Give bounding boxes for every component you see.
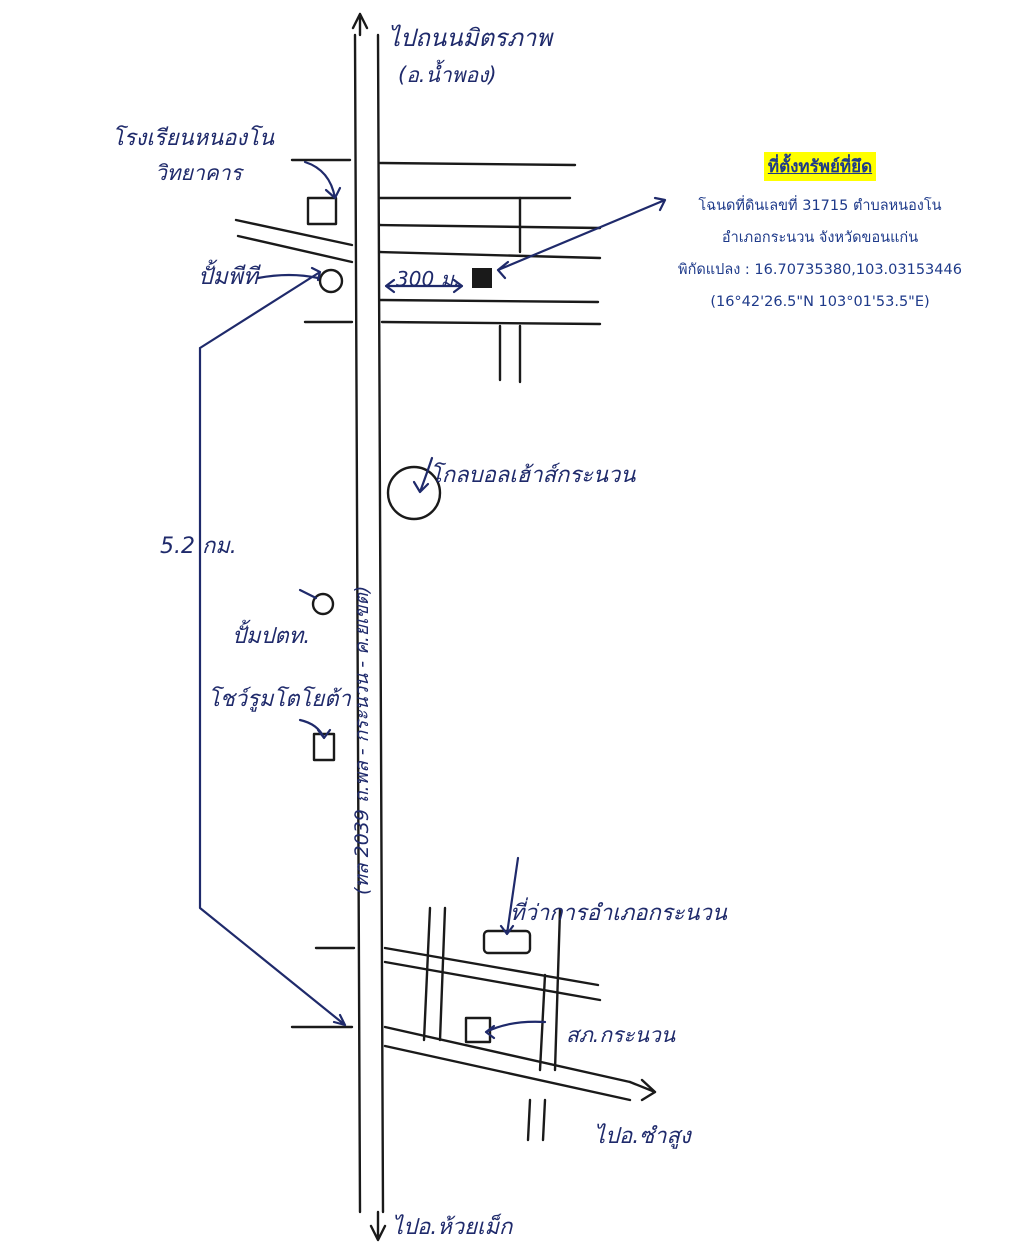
south-road-3	[383, 1025, 632, 1084]
school-marker	[306, 196, 338, 226]
school-pointer-arrow	[303, 160, 342, 200]
north-road-1	[378, 161, 577, 167]
info-deed: โฉนดที่ดินเลขที่ 31715 ตำบลหนองโน	[698, 198, 942, 214]
south-road-4	[383, 1044, 632, 1102]
district-office-label: ที่ว่าการอำเภอกระนวน	[510, 897, 728, 926]
gasptt-label: ปั้มปตท.	[232, 619, 310, 649]
south-vertical-5	[526, 1098, 532, 1142]
info-coords: พิกัดแปลง : 16.70735380,103.03153446	[678, 262, 962, 278]
north-road-4	[378, 250, 602, 260]
north-destination-label: ไปถนนมิตรภาพ	[388, 24, 554, 52]
distance-300-arrow	[384, 278, 464, 294]
police-pointer-arrow	[484, 1020, 547, 1040]
gasptt-pointer	[298, 588, 318, 600]
highway-east-edge	[376, 33, 385, 1214]
north-road-6b	[380, 320, 602, 326]
police-marker	[464, 1016, 492, 1044]
east-destination-label: ไปอ.ซำสูง	[594, 1123, 693, 1149]
gas-ptt-marker	[311, 592, 335, 616]
property-link-arrow	[496, 196, 667, 280]
south-vertical-2	[438, 906, 447, 1042]
globalhouse-marker	[386, 465, 442, 521]
distance-total-label: 5.2 กม.	[160, 534, 237, 559]
distance-bracket	[198, 266, 347, 1027]
property-info-box: ที่ตั้งทรัพย์ที่ยึด โฉนดที่ดินเลขที่ 317…	[600, 152, 1010, 325]
south-vertical-1	[422, 906, 432, 1042]
east-arrow	[628, 1078, 657, 1102]
highway-west-edge	[353, 33, 362, 1214]
south-vertical-4	[553, 908, 562, 1072]
gas-pt-marker	[318, 268, 344, 294]
south-road-2	[383, 960, 602, 1002]
distance-300-label: 300 ม.	[396, 267, 460, 291]
south-road-1	[383, 946, 600, 987]
north-destination-sub-label: (อ.น้ำพอง)	[398, 59, 497, 87]
police-label: สภ.กระนวน	[566, 1023, 676, 1047]
district-office-pointer-arrow	[499, 856, 520, 936]
property-marker	[472, 268, 492, 288]
north-road-5	[378, 298, 600, 304]
info-dms: (16°42'26.5"N 103°01'53.5"E)	[710, 294, 930, 310]
north-road-3	[378, 223, 602, 230]
highway-label: (ทล 2039 ถ.พล - กระนวน - ค.ยเขต)	[351, 586, 373, 895]
toyota-marker	[312, 732, 336, 762]
info-district: อำเภอกระนวน จังหวัดขอนแก่น	[721, 230, 919, 246]
school-sub-label: วิทยาคาร	[155, 161, 245, 185]
south-destination-label: ไปอ.ห้วยเม็ก	[392, 1213, 514, 1240]
toyota-pointer-arrow	[298, 718, 332, 740]
diagonal-road-2	[236, 234, 354, 264]
globalhouse-label: โกลบอลเฮ้าส์กระนวน	[430, 462, 636, 488]
gaspt-pointer-arrow	[256, 273, 320, 280]
school-label: โรงเรียนหนองโน	[112, 125, 275, 151]
south-vertical-6	[541, 1098, 547, 1142]
diagonal-road-1	[234, 218, 354, 247]
gaspt-label: ปั้มพีที	[198, 259, 261, 290]
globalhouse-pointer-arrow	[412, 456, 434, 494]
toyota-label: โชว์รูมโตโยต้า	[208, 686, 352, 712]
north-arrow	[351, 12, 369, 37]
south-arrow	[369, 1210, 387, 1242]
info-title: ที่ตั้งทรัพย์ที่ยึด	[763, 152, 877, 181]
